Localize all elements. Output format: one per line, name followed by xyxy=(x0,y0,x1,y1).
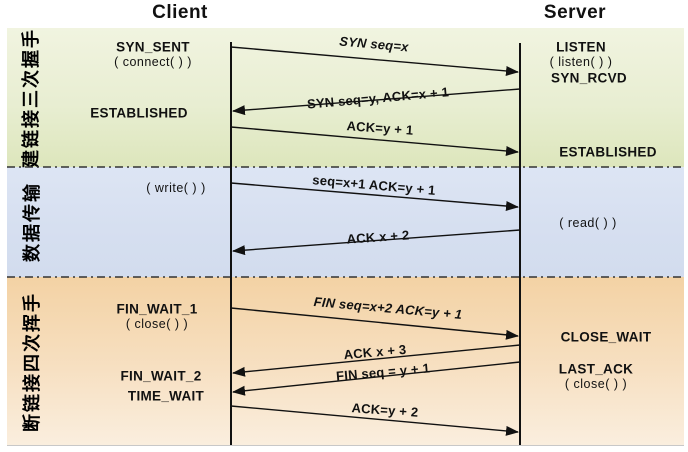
server-call-listen: ( listen( ) ) xyxy=(549,55,613,69)
server-state-syn-rcvd: SYN_RCVD xyxy=(551,70,627,86)
client-state-established: ESTABLISHED xyxy=(90,105,188,121)
client-call-close: ( close( ) ) xyxy=(125,317,189,331)
arrow-data-ack xyxy=(232,229,521,256)
diagram-panel xyxy=(7,28,684,446)
arrow-syn xyxy=(230,46,519,76)
client-state-time-wait: TIME_WAIT xyxy=(127,388,205,404)
arrow-syn-ack xyxy=(232,88,521,116)
server-state-established: ESTABLISHED xyxy=(559,144,657,160)
server-call-close: ( close( ) ) xyxy=(564,377,628,391)
arrow-fin-1 xyxy=(230,307,519,340)
client-state-fin-wait-1: FIN_WAIT_1 xyxy=(116,301,198,317)
section-three-way-handshake xyxy=(7,28,684,167)
client-column-header: Client xyxy=(152,2,208,23)
arrow-ack-fin xyxy=(232,344,521,377)
client-call-write: ( write( ) ) xyxy=(146,181,206,195)
section-data-transfer xyxy=(7,167,684,277)
arrow-fin-2 xyxy=(232,361,521,396)
server-column-header: Server xyxy=(543,2,607,23)
server-state-listen: LISTEN xyxy=(556,39,606,55)
arrow-data-seq xyxy=(230,182,519,211)
arrow-last-ack xyxy=(230,405,519,436)
client-state-syn-sent: SYN_SENT xyxy=(116,39,190,55)
server-state-close-wait: CLOSE_WAIT xyxy=(560,329,652,345)
client-call-connect: ( connect( ) ) xyxy=(114,55,192,69)
server-state-last-ack: LAST_ACK xyxy=(558,361,634,377)
client-state-fin-wait-2: FIN_WAIT_2 xyxy=(120,368,202,384)
server-call-read: ( read( ) ) xyxy=(559,216,617,230)
arrow-ack-handshake xyxy=(230,126,519,156)
